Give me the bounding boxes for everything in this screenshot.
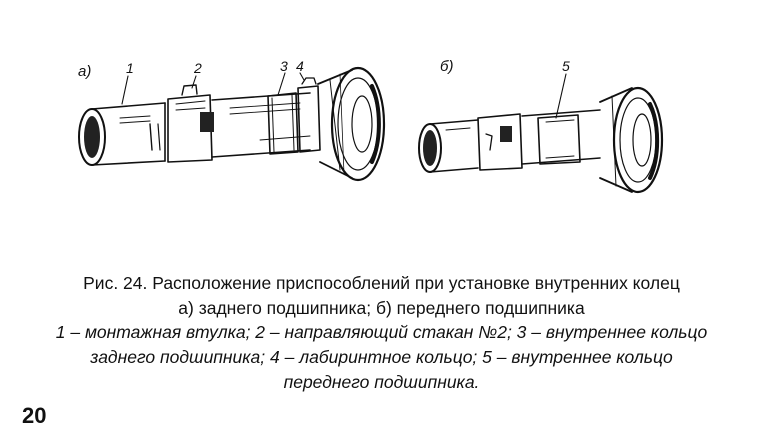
technical-drawing: а) 1 2 3 4 б) 5 [78,58,664,194]
figure-b-letter: б) [440,58,454,75]
callout-1: 1 [126,60,134,76]
callout-3: 3 [280,58,288,74]
caption-title: Рис. 24. Расположение приспособлений при… [83,273,680,293]
mounting-sleeve-a [91,102,166,166]
assembly-a [78,66,386,182]
guide-cup-a [164,94,213,163]
callout-2: 2 [194,60,202,76]
housing-b [612,86,664,194]
caption-legend-line-2: заднего подшипника; 4 – лабиринтное коль… [90,347,673,367]
caption-legend-line-1: 1 – монтажная втулка; 2 – направляющий с… [55,322,708,342]
labyrinth-ring-a [297,85,321,153]
guide-cup-b [477,113,523,171]
assembly-b [418,73,664,194]
inner-ring-a [267,92,299,155]
shaft-b [521,109,601,165]
housing-a [330,66,386,182]
callout-4: 4 [296,58,304,74]
inner-ring-b [537,114,581,165]
page-number: 20 [22,403,47,428]
caption-subtitle: а) заднего подшипника; б) переднего подш… [178,298,585,318]
caption-legend-line-3: переднего подшипника. [283,372,480,392]
figure-a-letter: а) [78,63,92,80]
shaft-a [211,92,311,158]
callout-5: 5 [562,58,570,74]
mounting-sleeve-b [429,119,479,173]
